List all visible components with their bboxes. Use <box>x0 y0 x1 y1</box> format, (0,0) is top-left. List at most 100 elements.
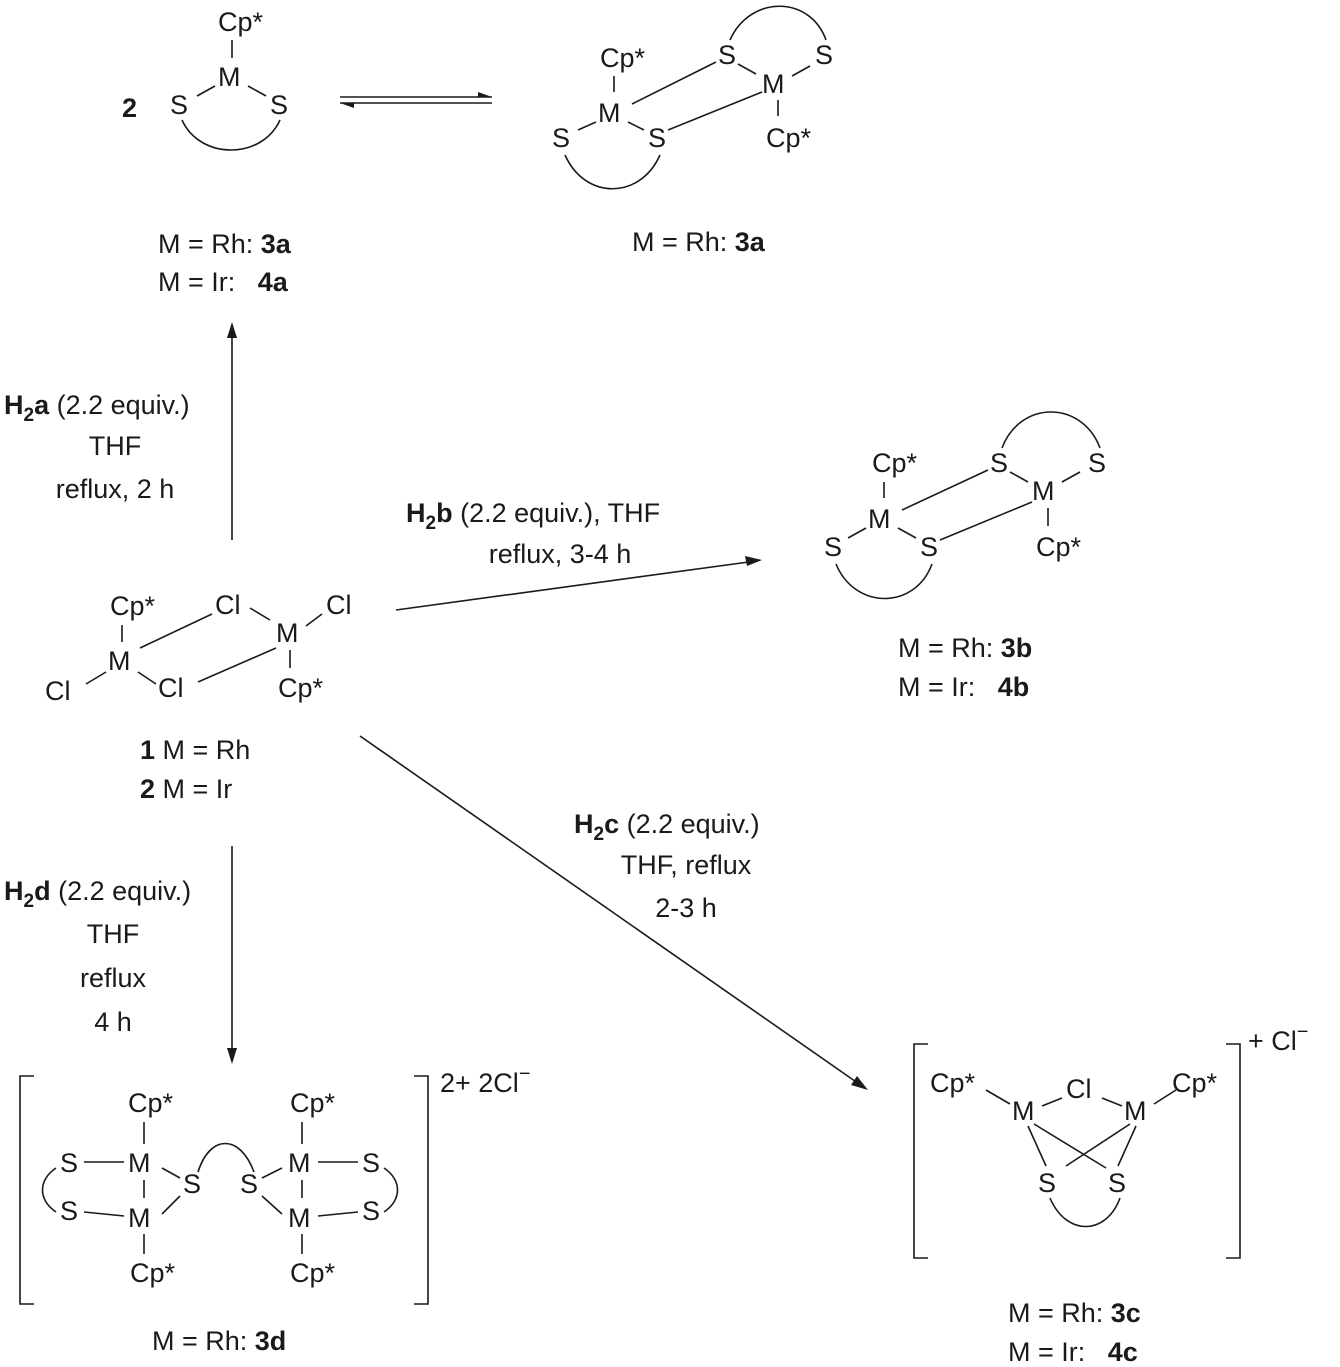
metal-label: M <box>276 618 299 648</box>
sulfur-label: S <box>170 90 188 120</box>
charge-label: + Cl− <box>1248 1021 1308 1056</box>
reagent-line: H2c (2.2 equiv.) <box>574 809 760 845</box>
bond <box>1101 1097 1123 1107</box>
dithiolate-backbone-arc <box>1049 1197 1121 1228</box>
bridging-bond <box>631 61 717 105</box>
bridging-bond <box>939 501 1033 541</box>
time-line: 4 h <box>94 1007 132 1037</box>
metal-label: M <box>868 504 891 534</box>
bond <box>737 63 757 75</box>
conditions-a: H2a (2.2 equiv.) THF reflux, 2 h <box>4 390 190 504</box>
cp-star-label: Cp* <box>130 1258 176 1288</box>
arrowhead <box>851 1076 868 1090</box>
bond <box>897 527 917 539</box>
cp-star-label: Cp* <box>766 123 812 153</box>
sulfur-label: S <box>920 532 938 562</box>
bond <box>161 1167 181 1179</box>
bond <box>1027 1125 1047 1167</box>
label-3a-dimer: M = Rh: 3a <box>632 227 766 257</box>
reverse-arrowhead <box>340 103 354 108</box>
chloride-label: Cl <box>1066 1074 1092 1104</box>
sulfur-label: S <box>362 1148 380 1178</box>
sulfur-label: S <box>1088 448 1106 478</box>
sulfur-label: S <box>1038 1168 1056 1198</box>
label-1-2: 1 M = Rh 2 M = Ir <box>140 735 250 804</box>
bond <box>137 671 157 685</box>
time-line: 2-3 h <box>655 893 717 923</box>
bond <box>791 65 811 77</box>
arrow-line <box>359 735 863 1087</box>
bridging-bond <box>139 613 213 649</box>
label-3b-4b: M = Rh: 3b M = Ir: 4b <box>898 633 1032 702</box>
cp-star-label: Cp* <box>1172 1068 1218 1098</box>
forward-arrowhead <box>478 92 492 97</box>
bond <box>247 85 267 97</box>
bond <box>249 607 271 621</box>
bridging-backbone-arc <box>197 1142 255 1173</box>
sulfur-label: S <box>60 1148 78 1178</box>
dithiolate-backbone-arc <box>564 154 661 190</box>
sulfur-label: S <box>718 40 736 70</box>
solvent-line: THF <box>87 919 139 949</box>
cp-star-label: Cp* <box>218 7 264 37</box>
metal-label: M <box>218 62 241 92</box>
dithiolate-backbone-arc <box>835 563 933 600</box>
label-line: M = Ir: 4a <box>158 267 289 297</box>
dithiolate-backbone-arc <box>41 1167 57 1213</box>
bond <box>261 1167 283 1179</box>
complex-3c: + Cl− Cp* M Cl M Cp* S S <box>913 1021 1308 1259</box>
left-bracket <box>913 1043 928 1259</box>
bond <box>1065 1123 1131 1167</box>
sulfur-label: S <box>1108 1168 1126 1198</box>
label-line: M = Rh: 3c <box>1008 1298 1141 1328</box>
dithiolate-backbone-arc <box>729 5 827 41</box>
label-line: M = Rh: 3b <box>898 633 1032 663</box>
time-line: reflux, 3-4 h <box>489 539 632 569</box>
cp-star-label: Cp* <box>930 1068 976 1098</box>
bond <box>85 671 107 685</box>
cp-star-label: Cp* <box>600 43 646 73</box>
bond <box>83 1211 125 1217</box>
metal-label: M <box>108 646 131 676</box>
cp-star-label: Cp* <box>872 448 918 478</box>
arrowhead <box>227 1048 237 1064</box>
arrow-c <box>359 735 868 1090</box>
label-line: 2 M = Ir <box>140 774 232 804</box>
cp-star-label: Cp* <box>1036 532 1082 562</box>
metal-label: M <box>288 1148 311 1178</box>
bond <box>261 1195 283 1215</box>
metal-label: M <box>598 98 621 128</box>
label-line: M = Ir: 4b <box>898 672 1029 702</box>
bond <box>1061 471 1081 483</box>
reagent-line: H2a (2.2 equiv.) <box>4 390 190 426</box>
monomer-top-left: 2 Cp* M S S <box>122 7 288 151</box>
sulfur-label: S <box>362 1196 380 1226</box>
dithiolate-backbone-arc <box>181 119 281 151</box>
cp-star-label: Cp* <box>290 1258 336 1288</box>
bond <box>1153 1089 1177 1105</box>
chloride-label: Cl <box>326 590 352 620</box>
label-line: M = Rh: 3d <box>152 1326 286 1356</box>
metal-label: M <box>128 1203 151 1233</box>
cp-star-label: Cp* <box>128 1088 174 1118</box>
label-line: 1 M = Rh <box>140 735 250 765</box>
dimer-top-right: Cp* M S S S M S Cp* <box>552 5 833 190</box>
sulfur-label: S <box>648 123 666 153</box>
cp-star-label: Cp* <box>110 591 156 621</box>
metal-label: M <box>1032 476 1055 506</box>
bond <box>627 121 645 131</box>
label-line: M = Rh: 3a <box>158 229 292 259</box>
bond <box>577 121 597 131</box>
compound-number-2: 2 <box>122 93 137 123</box>
sulfur-label: S <box>60 1196 78 1226</box>
reagent-line: H2b (2.2 equiv.), THF <box>406 498 660 534</box>
bond <box>196 85 216 97</box>
sulfur-label: S <box>815 40 833 70</box>
bond <box>1033 1123 1107 1169</box>
metal-label: M <box>288 1203 311 1233</box>
equilibrium-arrow <box>340 92 492 108</box>
label-3a-4a: M = Rh: 3a M = Ir: 4a <box>158 229 292 297</box>
bridging-bond <box>901 469 989 511</box>
bond <box>317 1211 359 1217</box>
